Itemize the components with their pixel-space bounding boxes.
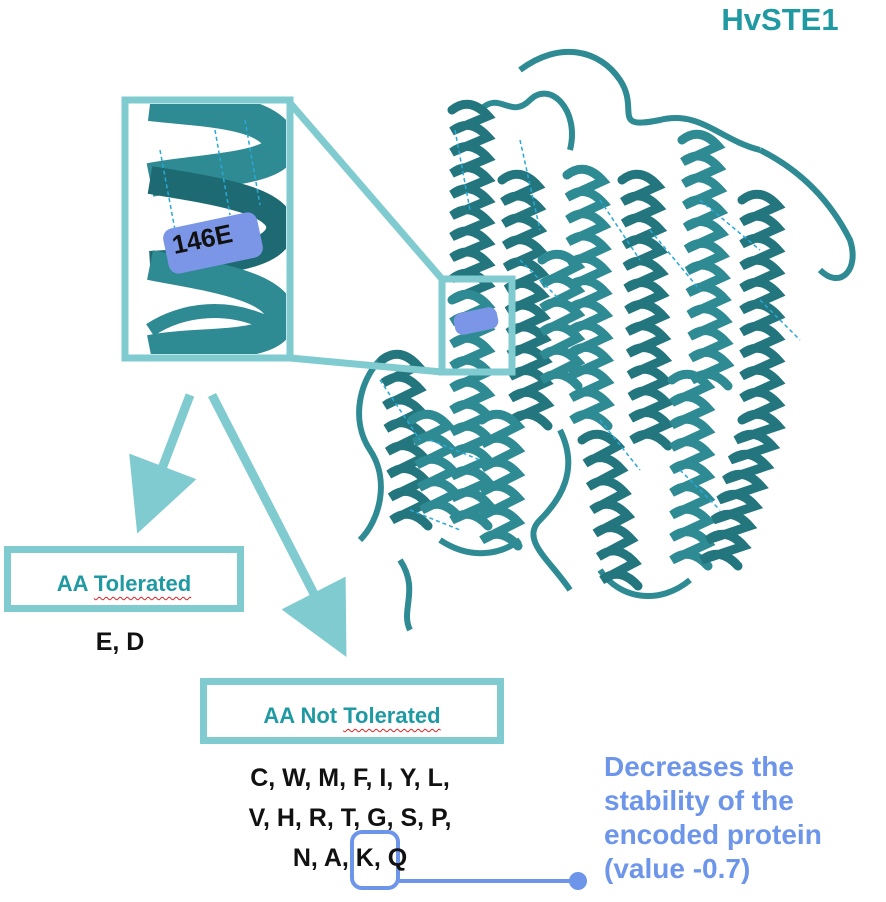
note-connector-dot bbox=[569, 872, 587, 890]
tolerated-values: E, D bbox=[95, 628, 145, 656]
zoom-connector-top bbox=[287, 100, 445, 282]
helix bbox=[497, 169, 555, 431]
note-line-1: Decreases the bbox=[604, 751, 794, 782]
note-line-2: stability of the bbox=[604, 785, 794, 816]
not-tolerated-heading: AA Not Tolerated bbox=[207, 703, 497, 729]
not-tolerated-line-2: V, H, R, T, G, S, P, bbox=[248, 804, 452, 832]
note-line-3: encoded protein bbox=[604, 819, 822, 850]
protein-structure bbox=[356, 48, 856, 632]
tolerated-heading-prefix: AA bbox=[56, 571, 94, 596]
helix bbox=[477, 409, 526, 551]
residue-k-highlight-box bbox=[350, 830, 400, 890]
tolerated-heading-word: Tolerated bbox=[93, 571, 192, 596]
not-tolerated-heading-prefix: AA Not bbox=[263, 703, 344, 728]
arrow-to-tolerated bbox=[129, 393, 197, 534]
not-tolerated-values: C, W, M, F, I, Y, L, V, H, R, T, G, S, P… bbox=[200, 758, 500, 878]
overview-zoom-frame bbox=[438, 275, 516, 376]
arrow-to-not-tolerated bbox=[207, 392, 347, 658]
residue-highlight-zoom bbox=[163, 212, 263, 274]
helix bbox=[562, 164, 615, 431]
not-tolerated-box: AA Not Tolerated bbox=[200, 678, 504, 744]
highlighted-residue-k: K bbox=[355, 844, 374, 872]
zoom-inset bbox=[121, 96, 294, 362]
helix bbox=[407, 409, 463, 521]
helix bbox=[699, 409, 786, 571]
note-line-4: (value -0.7) bbox=[604, 853, 751, 884]
tolerated-box: AA Tolerated bbox=[4, 546, 244, 612]
helix bbox=[537, 249, 586, 391]
protein-title: HvSTE1 bbox=[721, 2, 839, 37]
not-tolerated-line-1: C, W, M, F, I, Y, L, bbox=[250, 764, 450, 792]
helix bbox=[737, 189, 786, 431]
helix bbox=[617, 169, 675, 451]
not-tolerated-line-3: N, A, K, Q bbox=[200, 838, 500, 878]
helix bbox=[577, 429, 643, 591]
not-tolerated-line-3-before: N, A, bbox=[292, 844, 356, 872]
helix bbox=[677, 129, 735, 391]
residue-highlight-overview bbox=[453, 307, 499, 335]
protein-helices bbox=[377, 99, 786, 591]
helix bbox=[377, 349, 434, 531]
not-tolerated-line-3-after: , Q bbox=[373, 844, 408, 872]
hydrogen-bonds bbox=[379, 129, 801, 531]
not-tolerated-heading-word: Tolerated bbox=[343, 703, 441, 728]
zoom-connector-bottom bbox=[289, 354, 443, 376]
tolerated-heading: AA Tolerated bbox=[11, 571, 237, 597]
stability-note: Decreases the stability of the encoded p… bbox=[604, 750, 884, 886]
helix bbox=[667, 369, 716, 571]
